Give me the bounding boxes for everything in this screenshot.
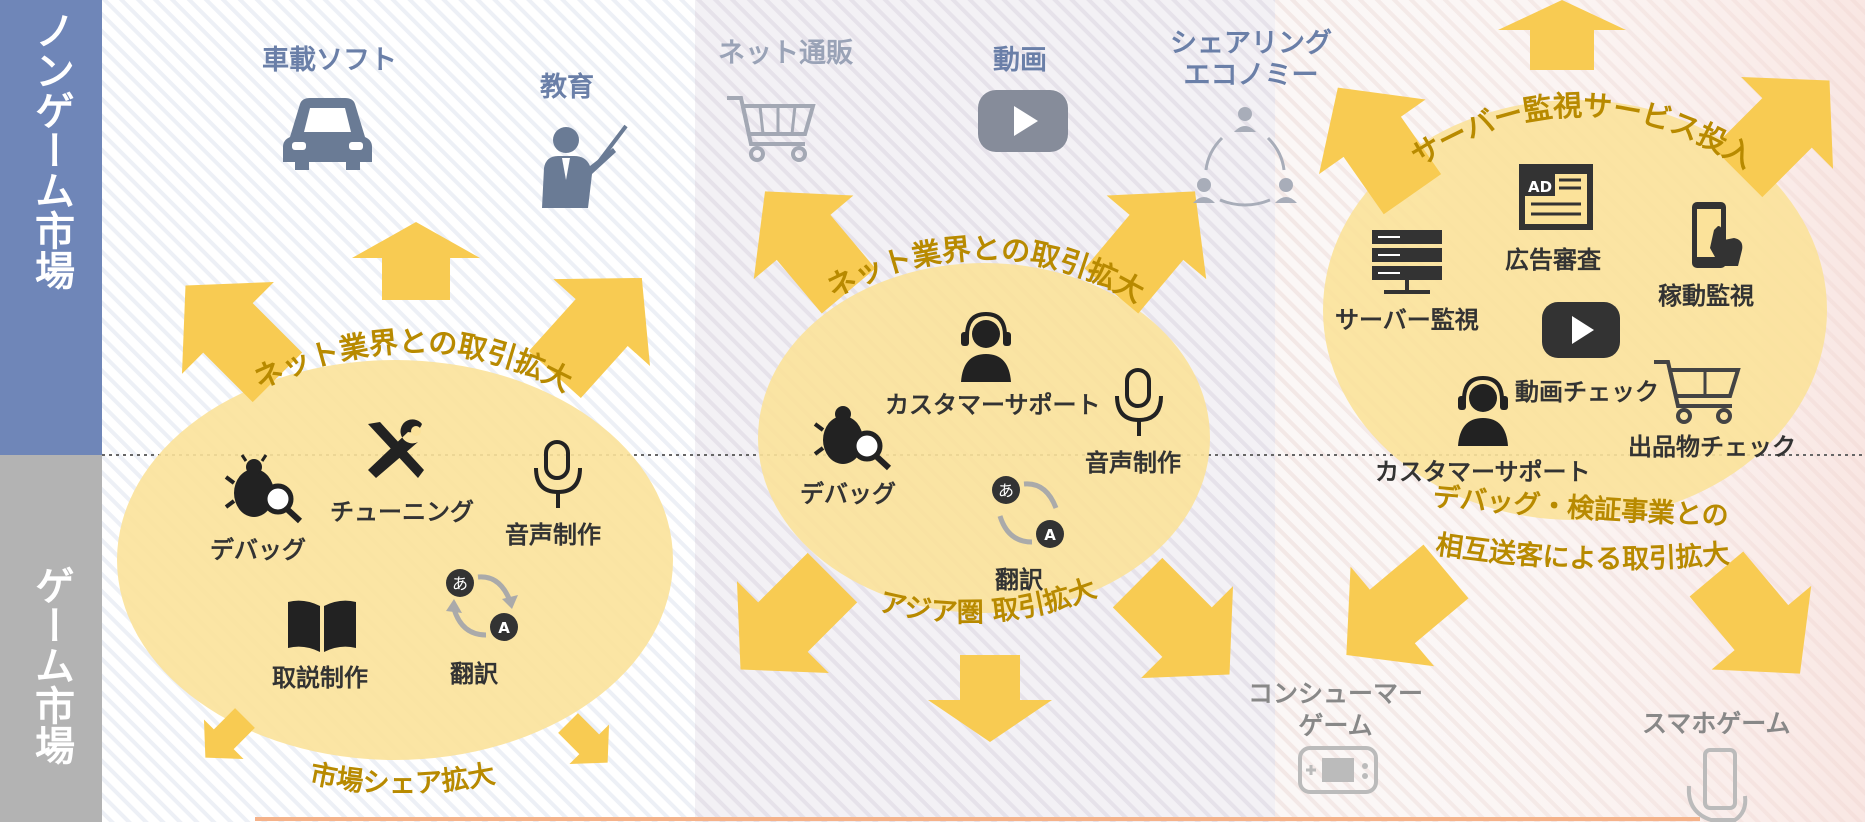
right-customer-support-label: カスタマーサポート <box>1375 458 1591 486</box>
non-game-band-label: ノンゲーム市場 <box>0 10 102 290</box>
middle-cluster-ellipse <box>758 263 1210 613</box>
video-play-icon <box>1542 302 1620 358</box>
growth-arrows <box>181 0 1834 765</box>
headset-support-icon <box>1458 375 1508 446</box>
market-video: 動画 <box>993 45 1047 76</box>
arrow-right-downleft <box>1346 544 1469 667</box>
debug-bug-icon <box>224 454 303 524</box>
arrow-left-downright <box>558 713 610 765</box>
left-tuning-label: チューニング <box>330 498 474 526</box>
middle-voice-label: 音声制作 <box>1085 449 1181 477</box>
arrow-left-upleft <box>181 281 303 403</box>
microphone-icon <box>534 440 582 508</box>
arrow-left-downleft <box>203 708 255 760</box>
video-play-icon <box>978 90 1068 152</box>
arrow-left-up <box>352 222 480 300</box>
left-debug-label: デバッグ <box>210 536 306 564</box>
right-uptime-monitoring-label: 稼動監視 <box>1658 282 1754 310</box>
tools-icon <box>368 419 424 478</box>
microphone-icon <box>1115 368 1163 436</box>
arrow-mid-downright <box>1112 557 1234 679</box>
book-icon <box>288 600 356 652</box>
translation-glyph-hiragana: あ <box>998 481 1014 500</box>
smartphone-touch-icon <box>1692 202 1743 268</box>
headset-support-icon <box>961 311 1011 382</box>
market-consumer-line2: ゲーム <box>1298 711 1373 740</box>
middle-customer-support-label: カスタマーサポート <box>885 391 1101 419</box>
translation-icon: あ A <box>446 569 518 641</box>
ad-display-icon: AD <box>1519 164 1593 230</box>
translation-glyph-hiragana: あ <box>452 574 468 593</box>
right-ad-review-label: 広告審査 <box>1505 246 1601 274</box>
right-server-monitoring-label: サーバー監視 <box>1335 306 1479 334</box>
arrow-right-upleft <box>1319 87 1442 215</box>
arrow-left-upright <box>528 277 650 399</box>
market-smartphone-game: スマホゲーム <box>1642 709 1791 738</box>
middle-translation-label: 翻訳 <box>995 566 1043 594</box>
shopping-cart-icon <box>1654 360 1741 424</box>
market-sharing-line1: シェアリング <box>1170 28 1332 59</box>
game-band-label: ゲーム市場 <box>0 565 102 765</box>
arrow-mid-down <box>928 655 1052 742</box>
shopping-cart-icon <box>727 96 816 162</box>
game-console-icon <box>1298 746 1378 794</box>
translation-glyph-latin: A <box>498 619 510 637</box>
translation-glyph-latin: A <box>1044 526 1056 544</box>
market-education: 教育 <box>540 72 594 103</box>
market-consumer-game: コンシューマー ゲーム <box>1248 678 1423 742</box>
server-rack-icon <box>1372 230 1442 294</box>
arrow-right-up <box>1498 0 1626 70</box>
smartphone-hand-icon <box>1686 748 1748 822</box>
market-sharing-line2: エコノミー <box>1183 60 1319 91</box>
arrow-right-upright <box>1712 76 1834 198</box>
ad-glyph: AD <box>1528 178 1552 196</box>
debug-bug-icon <box>813 406 892 471</box>
non-game-band-text: ノンゲーム市場 <box>28 10 74 290</box>
arrow-mid-downleft <box>736 552 858 674</box>
market-ecommerce: ネット通販 <box>718 38 853 69</box>
sharing-cycle-icon <box>1193 107 1297 207</box>
teacher-icon <box>542 124 628 208</box>
middle-debug-label: デバッグ <box>800 480 896 508</box>
game-band-text: ゲーム市場 <box>28 565 74 765</box>
market-consumer-line1: コンシューマー <box>1248 679 1424 708</box>
arrow-mid-upleft <box>753 191 876 314</box>
left-manual-label: 取説制作 <box>272 664 368 692</box>
left-voice-label: 音声制作 <box>505 521 601 549</box>
car-icon <box>283 98 372 170</box>
game-band <box>0 455 102 822</box>
market-sharing-economy: シェアリング エコノミー <box>1170 28 1332 92</box>
left-translation-label: 翻訳 <box>450 660 498 688</box>
right-listing-check-label: 出品物チェック <box>1628 433 1796 461</box>
arrow-mid-upright <box>1084 191 1207 314</box>
non-game-band <box>0 0 102 455</box>
translation-icon: あ A <box>992 476 1064 548</box>
market-car-software: 車載ソフト <box>262 45 397 76</box>
right-video-check-label: 動画チェック <box>1515 378 1659 406</box>
arrow-right-downright <box>1689 551 1812 674</box>
